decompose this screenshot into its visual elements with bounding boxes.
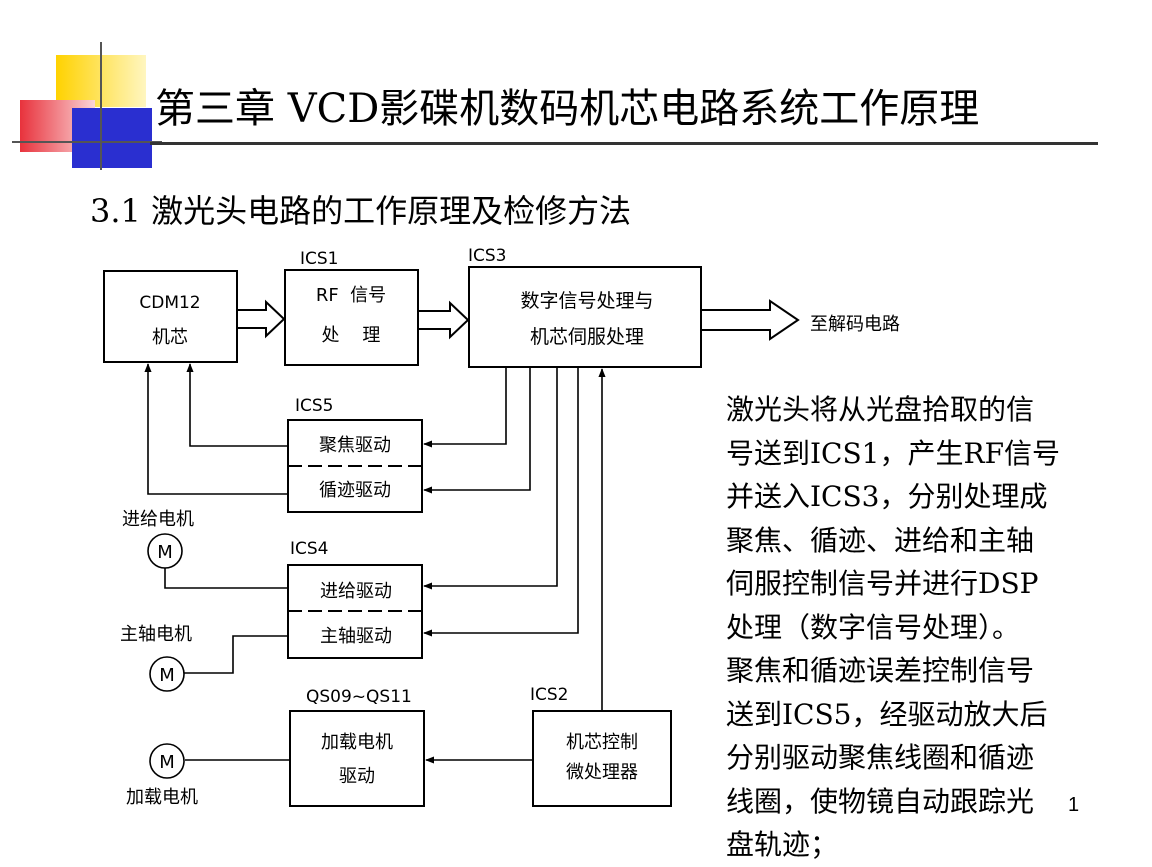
line-spindle: [423, 367, 579, 637]
motor-spindle-symbol: M: [159, 665, 175, 686]
tag-ics2: ICS2: [530, 685, 569, 705]
description-line: 线圈，使物镜自动跟踪光: [726, 784, 1035, 818]
description-line: 号送到ICS1，产生RF信号: [726, 436, 1060, 470]
tag-ics3: ICS3: [468, 246, 507, 266]
motor-load-symbol: M: [159, 752, 175, 773]
description-line: 处理（数字信号处理）。: [726, 610, 1021, 644]
ics1-line1: RF 信号: [316, 285, 386, 306]
line-tracking-cdm: [144, 363, 288, 495]
tag-qs: QS09~QS11: [306, 687, 412, 707]
deco-vertical-line: [100, 42, 102, 170]
description-line: 伺服控制信号并进行DSP: [726, 567, 1039, 600]
line-feed-motor: [164, 568, 288, 589]
cdm12-line2: 机芯: [152, 327, 188, 348]
arrow-ics1-ics3: [417, 300, 470, 340]
block-cdm12: [103, 270, 238, 363]
block-ics3: [468, 266, 702, 368]
description-line: 聚焦、循迹、进给和主轴: [726, 523, 1035, 557]
line-focus-cdm: [186, 363, 288, 447]
description-line: 送到ICS5，经驱动放大后: [726, 697, 1048, 731]
title-rule: [150, 142, 1098, 145]
ics2-line2: 微处理器: [566, 762, 638, 783]
description-text: 激光头将从光盘拾取的信 号送到ICS1，产生RF信号 并送入ICS3，分别处理成…: [726, 388, 1096, 867]
tag-ics1: ICS1: [300, 249, 339, 269]
output-label: 至解码电路: [810, 314, 900, 335]
tag-ics5: ICS5: [295, 396, 334, 416]
cdm12-line1: CDM12: [139, 293, 200, 313]
ics3-line2: 机芯伺服处理: [530, 326, 644, 348]
block-ics2: [532, 710, 672, 807]
ics4-spindle-label: 主轴驱动: [320, 626, 392, 647]
motor-load-label: 加载电机: [126, 787, 198, 808]
ics4-feed-label: 进给驱动: [320, 581, 392, 602]
slide-subtitle: 3.1 激光头电路的工作原理及检修方法: [90, 192, 632, 230]
qs-line1: 加载电机: [321, 732, 393, 753]
motor-feed-label: 进给电机: [122, 509, 194, 530]
block-qs: [289, 710, 425, 807]
deco-blue-square: [72, 108, 152, 168]
arrow-cdm12-ics1: [236, 299, 286, 339]
description-line: 聚焦和循迹误差控制信号: [726, 654, 1035, 687]
description-line: 并送入ICS3，分别处理成: [726, 480, 1048, 513]
line-focus: [423, 367, 507, 448]
page-number: 1: [1068, 794, 1080, 816]
line-tracking: [423, 367, 531, 494]
motor-spindle: [149, 656, 185, 692]
motor-spindle-label: 主轴电机: [120, 624, 192, 645]
ics2-line1: 机芯控制: [566, 732, 638, 753]
tag-ics4: ICS4: [290, 539, 329, 559]
motor-load: [149, 743, 185, 779]
slide-title: 第三章 VCD影碟机数码机芯电路系统工作原理: [155, 86, 980, 132]
description-line: 盘轨迹；: [726, 828, 839, 861]
ics5-focus-label: 聚焦驱动: [319, 435, 391, 456]
ics1-line2: 处 理: [322, 325, 381, 346]
deco-horizontal-line: [12, 141, 162, 143]
motor-feed-symbol: M: [157, 542, 173, 563]
description-line: 激光头将从光盘拾取的信: [726, 393, 1035, 426]
ics3-line1: 数字信号处理与: [520, 290, 653, 312]
qs-line2: 驱动: [339, 766, 375, 787]
line-feed: [423, 367, 558, 590]
motor-feed: [147, 533, 183, 569]
arrow-ics3-out: [700, 299, 800, 341]
ics5-tracking-label: 循迹驱动: [319, 480, 391, 501]
description-line: 分别驱动聚焦线圈和循迹: [726, 741, 1035, 774]
line-spindle-motor: [182, 635, 288, 674]
